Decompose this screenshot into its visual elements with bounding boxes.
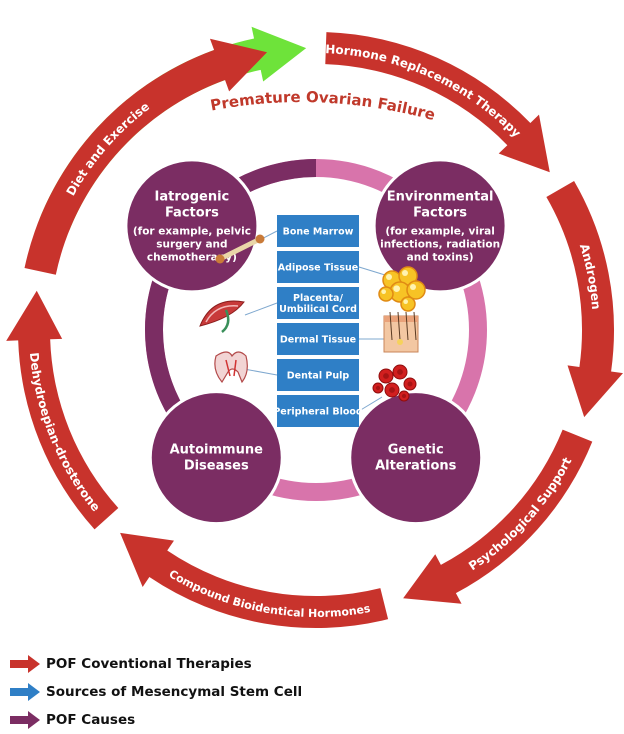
- compound-bioidentical-hormones-arrow-shape: [120, 532, 389, 628]
- diagram-title: Premature Ovarian Failure: [209, 88, 437, 124]
- tooth-icon: [214, 351, 248, 384]
- diet-and-exercise-label: Diet and Exercise: [64, 99, 152, 198]
- source-label: Peripheral Blood: [273, 407, 362, 418]
- androgen-arrow: Androgen: [546, 181, 623, 418]
- cause-genetic-title-line: Alterations: [375, 459, 457, 474]
- cause-environmental-subtitle-line: infections, radiation: [380, 238, 500, 250]
- legend-item-sources: Sources of Mesencymal Stem Cell: [10, 678, 302, 706]
- cause-iatrogenic-subtitle-line: surgery and: [156, 238, 227, 250]
- source-dental-pulp: Dental Pulp: [277, 359, 359, 391]
- dehydroepiandrosterone-arrow-shape: [6, 290, 119, 530]
- legend-label-causes: POF Causes: [46, 712, 136, 728]
- cause-environmental-subtitle-line: (for example, viral: [385, 225, 495, 237]
- red-arrow-icon: [10, 655, 40, 673]
- placenta-icon: [199, 300, 245, 333]
- adipose-cells-icon: [378, 266, 426, 312]
- source-adipose-tissue: Adipose Tissue: [277, 251, 359, 283]
- source-label: Umbilical Cord: [279, 304, 357, 315]
- connector-line: [244, 302, 278, 316]
- pof-diagram: Stem Cell TherapyHormone Replacement The…: [6, 26, 623, 628]
- source-box: [277, 323, 359, 355]
- source-label: Adipose Tissue: [278, 263, 358, 274]
- source-icons: [199, 230, 426, 412]
- cause-environmental-title-line: Factors: [413, 205, 467, 220]
- blue-arrow-icon: [10, 683, 40, 701]
- cause-environmental-title-line: Environmental: [387, 189, 494, 204]
- diet-and-exercise-arrow-shape: [24, 38, 268, 275]
- source-box: [277, 359, 359, 391]
- diet-and-exercise-label-text: Diet and Exercise: [64, 99, 152, 198]
- cause-autoimmune-circle: [148, 390, 284, 526]
- blood-cells-icon: [372, 364, 417, 402]
- cause-genetic-title-line: Genetic: [388, 443, 444, 458]
- source-box: [277, 215, 359, 247]
- purple-arrow-icon: [10, 711, 40, 729]
- source-box: [277, 287, 359, 319]
- cause-iatrogenic-title-line: Iatrogenic: [155, 189, 230, 204]
- cause-autoimmune-title-line: Diseases: [184, 459, 249, 474]
- source-label: Bone Marrow: [283, 227, 354, 238]
- skin-tissue-icon: [383, 311, 419, 353]
- connector-line: [243, 368, 278, 376]
- diagram-title-text: Premature Ovarian Failure: [209, 88, 437, 124]
- androgen-arrow-shape: [546, 181, 623, 418]
- connector-line: [358, 396, 383, 412]
- compound-bioidentical-hormones-arrow: Compound Bioidentical Hormones: [120, 532, 389, 628]
- inner-ring-purple-left: [145, 271, 190, 426]
- cause-environmental-subtitle-line: and toxins): [407, 251, 474, 263]
- legend: POF Coventional Therapies Sources of Mes…: [10, 650, 302, 734]
- cause-iatrogenic-title-line: Factors: [165, 205, 219, 220]
- cause-environmental-circle: [372, 158, 508, 294]
- legend-label-sources: Sources of Mesencymal Stem Cell: [46, 684, 303, 700]
- cause-iatrogenic-subtitle-line: (for example, pelvic: [133, 225, 251, 237]
- source-box: [277, 251, 359, 283]
- cause-genetic-circle: [348, 390, 484, 526]
- source-placenta-umbilical-cord: Placenta/Umbilical Cord: [277, 287, 359, 319]
- cause-autoimmune-title-line: Autoimmune: [170, 443, 264, 458]
- connector-line: [358, 266, 386, 276]
- source-bone-marrow: Bone Marrow: [277, 215, 359, 247]
- source-dermal-tissue: Dermal Tissue: [277, 323, 359, 355]
- source-box: [277, 395, 359, 427]
- dehydroepiandrosterone-arrow: Dehydroepian-drosterone: [6, 290, 119, 530]
- hormone-replacement-therapy-arrow-shape: [325, 32, 550, 173]
- cause-iatrogenic-subtitle-line: chemotherapy): [147, 251, 237, 263]
- legend-label-therapies: POF Coventional Therapies: [46, 656, 252, 672]
- psychological-support-arrow-shape: [403, 429, 593, 604]
- source-label: Dermal Tissue: [280, 335, 356, 346]
- legend-item-causes: POF Causes: [10, 706, 302, 734]
- legend-item-therapies: POF Coventional Therapies: [10, 650, 302, 678]
- bone-icon: [215, 234, 265, 264]
- source-label: Placenta/: [293, 293, 343, 304]
- source-label: Dental Pulp: [287, 371, 350, 382]
- source-peripheral-blood: Peripheral Blood: [273, 395, 363, 427]
